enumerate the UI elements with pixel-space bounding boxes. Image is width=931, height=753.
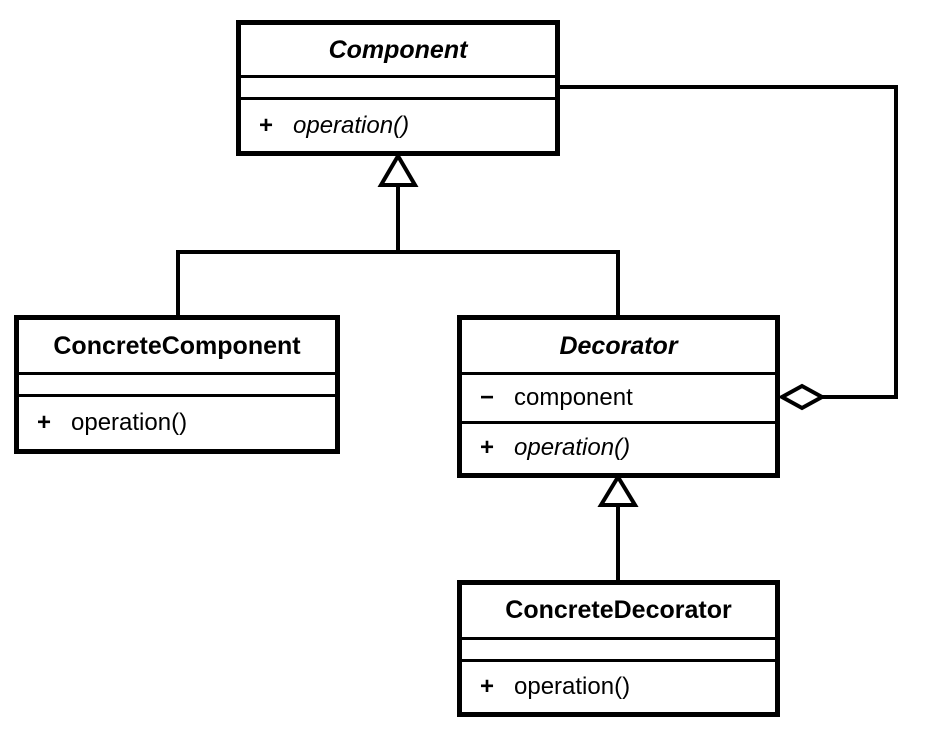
operation-signature: operation() bbox=[71, 409, 188, 436]
class-name-compartment: Component bbox=[241, 25, 555, 79]
class-name-compartment: ConcreteDecorator bbox=[462, 585, 775, 640]
visibility-marker: + bbox=[259, 111, 274, 139]
visibility-marker: + bbox=[37, 409, 52, 436]
class-name-label: ConcreteComponent bbox=[53, 331, 301, 360]
hollow-triangle-icon bbox=[597, 473, 639, 507]
attribute-name: component bbox=[514, 384, 633, 411]
visibility-marker: + bbox=[480, 433, 495, 461]
attribute-row: − component bbox=[462, 384, 633, 412]
class-name-label: Decorator bbox=[559, 331, 678, 360]
operation-row: + operation() bbox=[19, 409, 187, 437]
operations-compartment: + operation() bbox=[462, 661, 775, 712]
uml-class-decorator[interactable]: Decorator − component + operation() bbox=[457, 315, 780, 478]
attributes-compartment bbox=[462, 639, 775, 662]
operation-signature: operation() bbox=[514, 672, 631, 700]
generalization-edge-concrete-decorator bbox=[597, 473, 639, 582]
class-name-compartment: ConcreteComponent bbox=[19, 320, 335, 375]
attributes-compartment bbox=[241, 78, 555, 101]
class-name-label: ConcreteDecorator bbox=[505, 596, 732, 625]
visibility-marker: − bbox=[480, 384, 495, 411]
operation-signature: operation() bbox=[514, 433, 631, 461]
hollow-triangle-icon bbox=[377, 152, 419, 187]
operation-signature: operation() bbox=[293, 111, 410, 139]
operation-row: + operation() bbox=[241, 112, 409, 140]
operation-row: + operation() bbox=[462, 434, 630, 462]
class-name-compartment: Decorator bbox=[462, 320, 775, 375]
class-name-label: Component bbox=[328, 35, 468, 64]
uml-class-concrete-decorator[interactable]: ConcreteDecorator + operation() bbox=[457, 580, 780, 717]
operations-compartment: + operation() bbox=[19, 397, 335, 449]
generalization-edge-subclasses bbox=[176, 152, 620, 317]
visibility-marker: + bbox=[480, 672, 495, 700]
attributes-compartment bbox=[19, 375, 335, 397]
attributes-compartment: − component bbox=[462, 375, 775, 424]
operations-compartment: + operation() bbox=[462, 424, 775, 471]
uml-class-component[interactable]: Component + operation() bbox=[236, 20, 560, 156]
uml-class-concrete-component[interactable]: ConcreteComponent + operation() bbox=[14, 315, 340, 454]
hollow-diamond-icon bbox=[777, 383, 827, 411]
operation-row: + operation() bbox=[462, 673, 630, 701]
operations-compartment: + operation() bbox=[241, 100, 555, 151]
